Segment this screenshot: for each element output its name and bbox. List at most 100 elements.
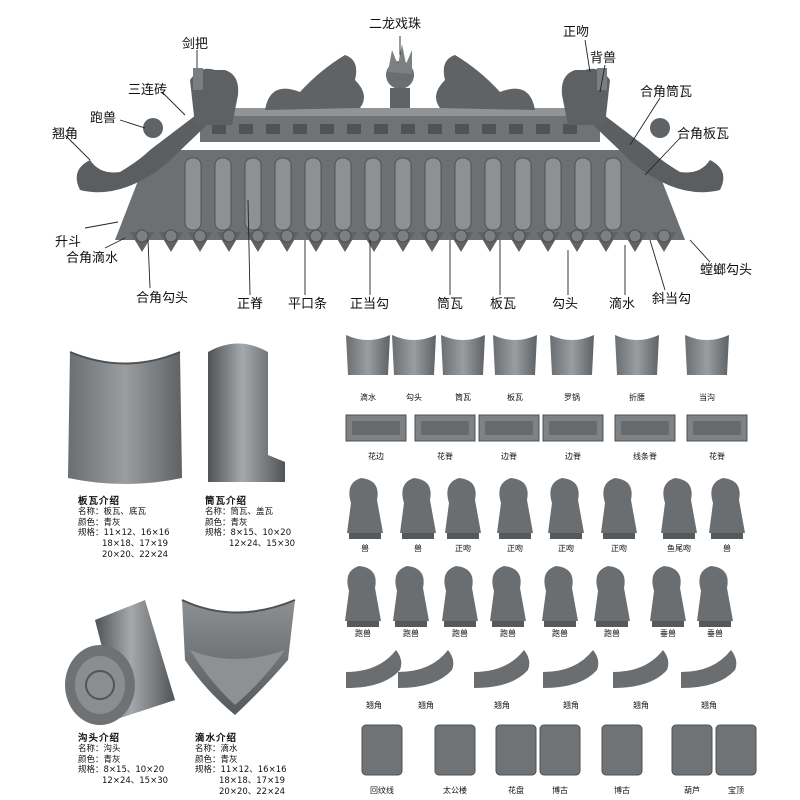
catalog-caption: 花脊 <box>709 452 725 461</box>
callout-hejiaobanwa: 合角板瓦 <box>677 127 730 142</box>
catalog-icons <box>345 335 757 776</box>
callout-xiedanggou: 斜当勾 <box>652 292 692 307</box>
catalog-beast-base-icon <box>711 533 743 539</box>
intro-goutou: 沟头介绍 名称：沟头 颜色：青灰 规格：8×15、10×20 12×24、15×… <box>78 730 168 787</box>
catalog-caption: 跑兽 <box>552 629 568 638</box>
catalog-beast-icon <box>445 478 481 533</box>
roof-tile-end <box>280 229 294 243</box>
catalog-beast-base-icon <box>499 533 531 539</box>
catalog-beast-icon <box>661 478 697 533</box>
catalog-beast-icon <box>650 566 686 621</box>
catalog-caption: 翘角 <box>366 701 382 710</box>
roof-tile-end <box>396 229 410 243</box>
callout-dishui: 滴水 <box>609 297 636 312</box>
catalog-beast-icon <box>400 478 436 533</box>
callout-tanglanggoutou: 螳螂勾头 <box>700 263 753 278</box>
catalog-beast-icon <box>393 566 429 621</box>
catalog-caption: 回纹线 <box>370 786 394 795</box>
catalog-caption: 兽 <box>723 544 731 553</box>
right-flying-corner <box>635 150 724 193</box>
ridge-hole <box>482 124 496 134</box>
roof-tile-end <box>222 229 236 243</box>
callout-chijiao: 翘角 <box>52 127 79 142</box>
callout-hejiaotongwa: 合角筒瓦 <box>640 85 693 100</box>
catalog-beast-icon <box>442 566 478 621</box>
pearl-flames <box>388 44 412 74</box>
catalog-caption: 翘角 <box>418 701 434 710</box>
roof-tube-tiles <box>184 157 622 231</box>
catalog-beast-icon <box>347 478 383 533</box>
catalog-caption: 板瓦 <box>507 393 523 402</box>
callout-leader-lines <box>64 36 711 296</box>
catalog-flying-corner-icon <box>543 650 599 688</box>
roof-tube-tile <box>244 157 262 231</box>
catalog-ornament-icon <box>361 724 403 776</box>
intro-goutou-title: 沟头介绍 <box>78 733 121 744</box>
catalog-tile-icon <box>392 335 436 375</box>
callout-shengdou: 升斗 <box>55 235 82 250</box>
intro-tongwa-spec1: 规格：8×15、10×20 <box>205 528 292 539</box>
roof-tube-tile <box>364 157 382 231</box>
catalog-caption: 勾头 <box>406 393 422 402</box>
callout-erlong: 二龙戏珠 <box>369 17 422 32</box>
ridge-hole <box>374 124 388 134</box>
catalog-caption: 博古 <box>552 786 568 795</box>
catalog-beast-base-icon <box>395 621 427 627</box>
catalog-ornament-icon <box>715 724 757 776</box>
callout-hejiaodishui: 合角滴水 <box>66 251 119 266</box>
catalog-flying-corner-icon <box>398 650 454 688</box>
ridge-hole <box>401 124 415 134</box>
intro-dishui-spec3: 20×20、22×24 <box>219 786 286 797</box>
catalog-beast-icon <box>490 566 526 621</box>
intro-banwa-spec3: 20×20、22×24 <box>102 549 169 560</box>
catalog-beast-icon <box>601 478 637 533</box>
catalog-flying-corner-icon <box>681 650 737 688</box>
ridge-top <box>200 108 600 116</box>
catalog-beast-base-icon <box>652 621 684 627</box>
callout-banwa: 板瓦 <box>490 297 517 312</box>
intro-goutou-spec2: 12×24、15×30 <box>102 775 169 786</box>
catalog-caption: 鱼尾吻 <box>667 544 691 553</box>
catalog-caption: 边脊 <box>565 452 581 461</box>
catalog-tile-icon <box>493 335 537 375</box>
intro-dishui-color: 颜色：青灰 <box>195 754 238 765</box>
catalog-beast-base-icon <box>699 621 731 627</box>
callout-sanlianzhuan: 三连砖 <box>128 83 168 98</box>
catalog-caption: 花脊 <box>437 452 453 461</box>
intro-banwa: 板瓦介绍 名称：板瓦、底瓦 颜色：青灰 规格：11×12、16×16 18×18… <box>78 493 170 560</box>
intro-goutou-name: 名称：沟头 <box>78 744 121 754</box>
ridge-pattern <box>212 124 577 134</box>
catalog-ridge-pattern-icon <box>485 421 533 435</box>
catalog-beast-base-icon <box>603 533 635 539</box>
roof-tile-end <box>367 229 381 243</box>
left-dragon <box>265 55 364 110</box>
catalog-caption: 正吻 <box>558 544 574 553</box>
catalog-caption: 垂兽 <box>707 629 723 638</box>
catalog-caption: 太公楼 <box>443 786 467 795</box>
sample-tongwa-tile <box>208 343 285 482</box>
ridge-hole <box>563 124 577 134</box>
intro-dishui-spec1: 规格：11×12、16×16 <box>195 765 287 776</box>
catalog-caption: 滴水 <box>360 393 376 402</box>
callout-hejiaogoutou: 合角勾头 <box>136 291 189 306</box>
intro-banwa-spec2: 18×18、17×19 <box>102 538 169 549</box>
catalog-beast-base-icon <box>596 621 628 627</box>
callout-zhengdanggou: 正当勾 <box>350 297 390 312</box>
intro-dishui: 滴水介绍 名称：滴水 颜色：青灰 规格：11×12、16×16 18×18、17… <box>195 730 287 797</box>
catalog-beast-base-icon <box>663 533 695 539</box>
intro-goutou-color: 颜色：青灰 <box>78 754 121 765</box>
catalog-caption: 宝顶 <box>728 786 744 795</box>
catalog-beast-base-icon <box>550 533 582 539</box>
intro-tongwa-spec2: 12×24、15×30 <box>229 538 296 549</box>
roof-tube-tile <box>334 157 352 231</box>
intro-dishui-title: 滴水介绍 <box>195 733 238 744</box>
catalog-flying-corner-icon <box>346 650 402 688</box>
roof-tile-end <box>454 229 468 243</box>
catalog-caption: 正吻 <box>611 544 627 553</box>
catalog-beast-icon <box>548 478 584 533</box>
catalog-caption: 正吻 <box>507 544 523 553</box>
roof-tile-end <box>425 229 439 243</box>
catalog-caption: 翘角 <box>563 701 579 710</box>
roof-tile-end <box>483 229 497 243</box>
